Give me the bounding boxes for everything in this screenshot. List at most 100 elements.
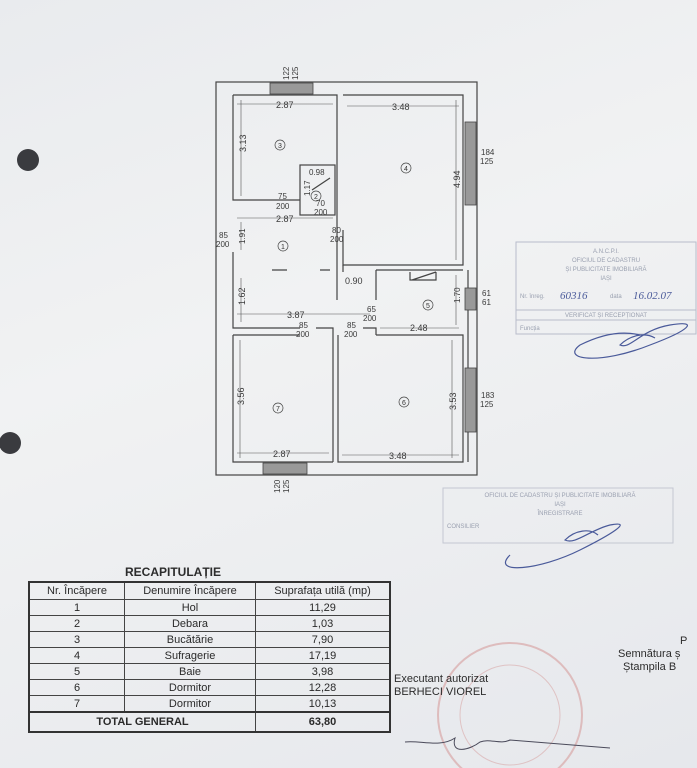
window-room4 bbox=[464, 121, 477, 206]
svg-text:VERIFICAT ȘI RECEPȚIONAT: VERIFICAT ȘI RECEPȚIONAT bbox=[565, 313, 647, 319]
dim-label: 3.56 bbox=[236, 387, 246, 405]
door-height: 200 bbox=[276, 202, 290, 211]
svg-text:OFICIUL DE CADASTRU: OFICIUL DE CADASTRU bbox=[572, 258, 640, 264]
window-bottom bbox=[262, 462, 308, 475]
dim-label: 3.48 bbox=[392, 102, 410, 112]
window-width: 122 bbox=[282, 66, 291, 80]
room-number: 2 bbox=[314, 194, 318, 201]
svg-text:CONSILIER: CONSILIER bbox=[447, 524, 480, 530]
dim-label: 0.90 bbox=[345, 276, 363, 286]
door-height: 200 bbox=[344, 330, 358, 339]
dim-label: 1.70 bbox=[453, 287, 462, 303]
wall-room3 bbox=[232, 95, 300, 201]
note-line: Ștampila B bbox=[623, 661, 677, 673]
svg-text:data: data bbox=[610, 294, 622, 300]
room-name: Dormitor bbox=[124, 679, 256, 696]
dim-label: 2.48 bbox=[410, 323, 428, 333]
window-height: 61 bbox=[482, 298, 491, 307]
room-nr: 1 bbox=[28, 599, 125, 616]
window-width: 183 bbox=[481, 391, 495, 400]
punch-hole bbox=[17, 149, 39, 171]
room-area: 7,90 bbox=[255, 631, 391, 648]
svg-text:A.N.C.P.I.: A.N.C.P.I. bbox=[593, 249, 619, 255]
room-nr: 6 bbox=[28, 679, 125, 696]
room-area: 17,19 bbox=[255, 647, 391, 664]
room-name: Bucătărie bbox=[124, 631, 256, 648]
door-height: 200 bbox=[363, 314, 377, 323]
executant-label: Executant autorizat bbox=[394, 673, 489, 685]
room-nr: 2 bbox=[28, 615, 125, 632]
room-area: 11,29 bbox=[255, 599, 391, 616]
dim-label: 1.91 bbox=[238, 228, 247, 244]
recap-table: Nr. Încăpere Denumire Încăpere Suprafața… bbox=[28, 581, 391, 733]
total-value: 63,80 bbox=[255, 711, 391, 733]
door-width: 85 bbox=[299, 321, 308, 330]
door-height: 200 bbox=[314, 208, 328, 217]
window-height: 125 bbox=[282, 479, 291, 493]
window-width: 184 bbox=[481, 148, 495, 157]
svg-text:60316: 60316 bbox=[560, 290, 588, 302]
room-number: 1 bbox=[281, 244, 285, 251]
window-top bbox=[269, 82, 314, 95]
door-height: 200 bbox=[296, 330, 310, 339]
room-area: 1,03 bbox=[255, 615, 391, 632]
room-name: Sufragerie bbox=[124, 647, 256, 664]
wall-lower bbox=[232, 252, 464, 463]
note-line: P bbox=[680, 635, 688, 647]
room-nr: 7 bbox=[28, 695, 125, 713]
outer-wall bbox=[215, 81, 478, 476]
signature bbox=[504, 523, 621, 569]
window-width: 61 bbox=[482, 289, 491, 298]
dim-label: 2.87 bbox=[276, 214, 294, 224]
recap-title: RECAPITULAȚIE bbox=[125, 565, 221, 579]
svg-text:16.02.07: 16.02.07 bbox=[633, 290, 672, 302]
dim-label: 2.87 bbox=[276, 100, 294, 110]
window-height: 125 bbox=[291, 66, 300, 80]
room-number: 3 bbox=[278, 143, 282, 150]
dim-label: 4.94 bbox=[452, 170, 462, 188]
column-header: Suprafața utilă (mp) bbox=[255, 581, 391, 600]
window-width: 120 bbox=[273, 479, 282, 493]
room-number: 6 bbox=[402, 400, 406, 407]
dim-label: 1.62 bbox=[237, 287, 247, 305]
svg-text:ȘI PUBLICITATE IMOBILIARĂ: ȘI PUBLICITATE IMOBILIARĂ bbox=[565, 266, 646, 273]
door-width: 85 bbox=[219, 231, 228, 240]
dim-label: 3.87 bbox=[287, 310, 305, 320]
window-room6 bbox=[464, 367, 477, 433]
signature bbox=[574, 323, 689, 359]
executant-name: BERHECI VIOREL bbox=[394, 686, 487, 698]
door-width: 65 bbox=[367, 305, 376, 314]
door-width: 85 bbox=[347, 321, 356, 330]
window-height: 125 bbox=[480, 400, 494, 409]
room-number: 5 bbox=[426, 303, 430, 310]
window-room5 bbox=[464, 287, 477, 311]
dim-label: 3.53 bbox=[448, 392, 458, 410]
cadastre-stamp: A.N.C.P.I. OFICIUL DE CADASTRU ȘI PUBLIC… bbox=[515, 241, 697, 359]
room-name: Hol bbox=[124, 599, 256, 616]
svg-text:Funcția: Funcția bbox=[520, 326, 540, 332]
executant-block: Executant autorizat BERHECI VIOREL bbox=[394, 673, 488, 699]
dim-label: 3.13 bbox=[238, 134, 248, 152]
signature-note: P Semnătura ș Ștampila B bbox=[600, 635, 697, 674]
svg-text:IAȘI: IAȘI bbox=[600, 276, 612, 282]
door-height: 200 bbox=[216, 240, 230, 249]
svg-text:ÎNREGISTRARE: ÎNREGISTRARE bbox=[536, 510, 582, 517]
registration-stamp: OFICIUL DE CADASTRU ȘI PUBLICITATE IMOBI… bbox=[442, 487, 674, 569]
dim-label: 2.87 bbox=[273, 449, 291, 459]
wall-bath bbox=[336, 200, 463, 335]
window-height: 125 bbox=[480, 157, 494, 166]
dim-label: 3.48 bbox=[389, 451, 407, 461]
room-area: 3,98 bbox=[255, 663, 391, 680]
room-number: 7 bbox=[276, 406, 280, 413]
svg-text:IAȘI: IAȘI bbox=[554, 502, 566, 508]
debara-box bbox=[299, 164, 336, 216]
door-height: 200 bbox=[330, 235, 344, 244]
